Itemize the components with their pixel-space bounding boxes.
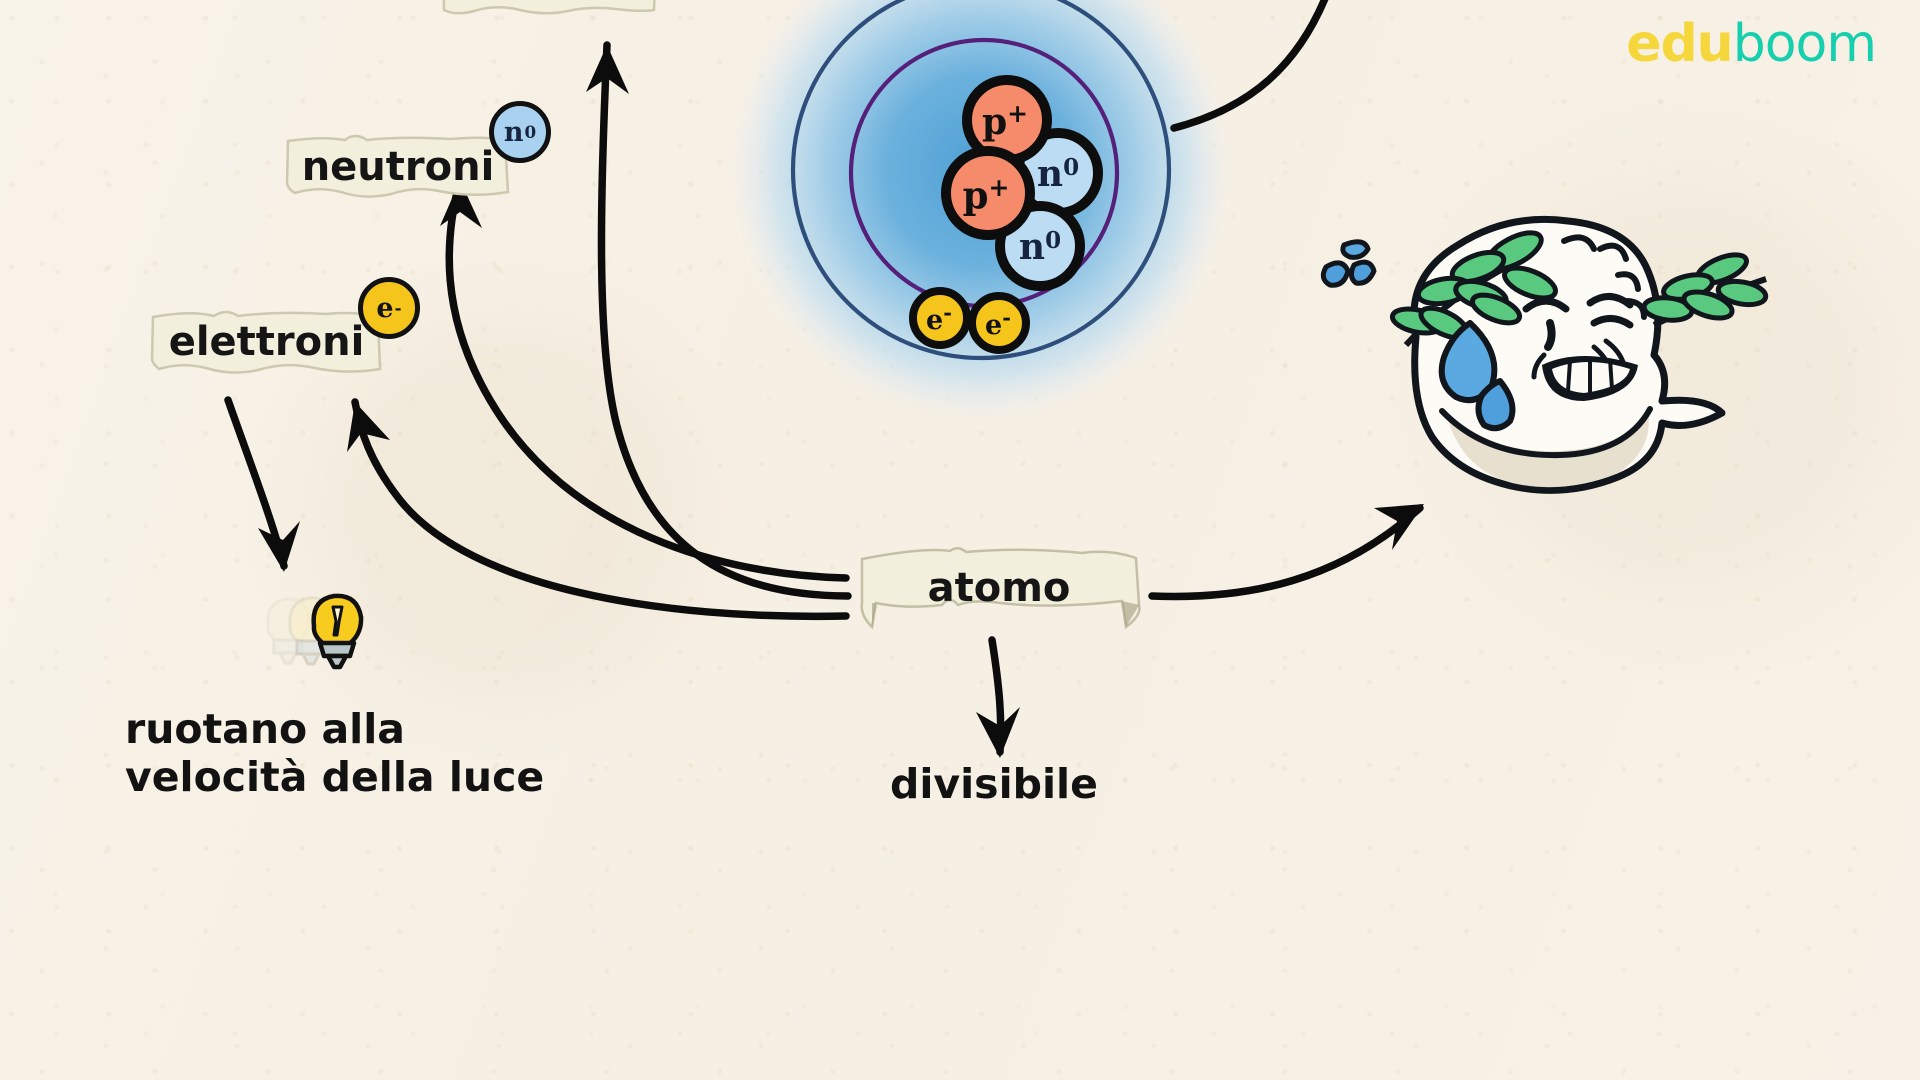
connector-atomo-to-top-label [597, 41, 852, 600]
label-box-cutoff[interactable] [440, 0, 660, 20]
label-neutroni-text: neutroni [301, 143, 495, 190]
caption-divisibile: divisibile [890, 760, 1098, 808]
connector-atomo-to-philosopher [1148, 504, 1424, 601]
arrowhead-lightbulb [258, 521, 300, 572]
connector-atom-to-offscreen-topright [1170, 0, 1329, 132]
philosopher-nose [1544, 319, 1556, 351]
neutron-badge-symbol: n [503, 116, 524, 148]
caption-speed-line1: ruotano alla [125, 705, 405, 753]
philosopher-illustration [1320, 215, 1769, 494]
caption-speed-of-light: ruotano alla velocità della luce [125, 705, 595, 802]
connector-atomo-to-neutroni [445, 176, 850, 582]
logo-edu-text: edu [1626, 14, 1734, 74]
sweat-droplets [1320, 239, 1377, 288]
lightbulb-main [311, 593, 364, 670]
arrowhead-philosopher [1374, 504, 1424, 550]
electron-badge-symbol: e [376, 292, 394, 324]
label-box-elettroni[interactable]: elettroni [148, 305, 385, 379]
eduboom-logo[interactable]: eduboom [1626, 14, 1877, 74]
cutoff-box-shape [442, 0, 656, 15]
label-atomo-text: atomo [927, 564, 1071, 611]
label-box-atomo[interactable]: atomo [854, 545, 1144, 630]
electron-badge-icon: e- [358, 277, 420, 339]
lightbulb-icon [266, 593, 364, 670]
label-elettroni-text: elettroni [168, 319, 365, 365]
label-box-neutroni[interactable]: neutroni [283, 130, 513, 203]
laurel-wreath-right [1641, 252, 1769, 328]
caption-speed-line2: velocità della luce [125, 753, 545, 802]
logo-boom-text: boom [1732, 14, 1877, 74]
